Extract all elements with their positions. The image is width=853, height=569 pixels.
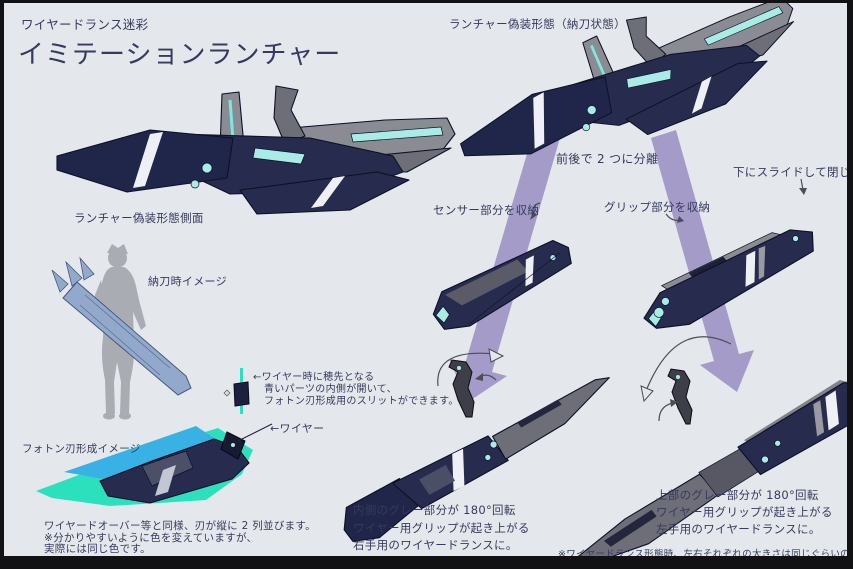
label-sheathed: 納刀時イメージ	[148, 275, 227, 288]
rotate-arc-left-lance	[645, 336, 732, 392]
note-photon: ワイヤードオーバー等と同様、刃が縦に 2 列並びます。 ※分かりやすいように色を…	[44, 520, 316, 556]
note-left-hand: 上部のグレー部分が 180°回転 ワイヤー用グリップが起き上がる 左手用のワイヤ…	[656, 487, 833, 538]
wire-grip-left	[667, 368, 693, 425]
note-wire-tip: ←ワイヤー時に穂先となる 青いパーツの内側が開いて、 フォトン刃形成用のスリット…	[253, 372, 459, 408]
note-photon-line1: ワイヤードオーバー等と同様、刃が縦に 2 列並びます。	[44, 520, 316, 532]
note-wire-tip-line1: ←ワイヤー時に穂先となる	[253, 372, 375, 383]
note-wire-tip-line2: 青いパーツの内側が開いて、	[264, 384, 397, 395]
sheet-title: イミテーションランチャー	[18, 40, 342, 70]
wire-diamond-icon	[223, 389, 231, 397]
label-grip-stow: グリップ部分を収納	[604, 200, 711, 214]
front-section	[432, 239, 572, 330]
rear-section	[643, 229, 814, 329]
wire-line	[237, 423, 273, 442]
label-photon-blade: フォトン刃形成イメージ	[22, 443, 141, 455]
note-photon-line2: ※分かりやすいように色を変えていますが、	[44, 531, 258, 544]
instruction-arrows	[437, 178, 807, 422]
note-right-hand-line3: 右手用のワイヤードランスに。	[353, 538, 518, 552]
sheet-footnote: ※ワイヤードランス形態時、左右それぞれの大きさは同じぐらいのつもりです…	[558, 549, 847, 556]
note-left-hand-line1: 上部のグレー部分が 180°回転	[656, 488, 819, 502]
rotate-arc-right-lance	[437, 352, 497, 387]
wire-tip-inset	[223, 368, 250, 414]
photon-blade-artwork	[36, 423, 273, 506]
left-hand-lance	[572, 379, 847, 556]
label-stowed-form: ランチャー偽装形態（納刀状態）	[449, 17, 626, 31]
label-split: 前後で 2 つに分離	[556, 152, 659, 166]
split-arrow-right	[651, 130, 754, 392]
note-right-hand-line1: 内側のグレー部分が 180°回転	[353, 503, 516, 517]
sheet-canvas: ワイヤードランス迷彩 イミテーションランチャー ランチャー偽装形態（納刀状態） …	[4, 3, 847, 556]
label-sensor-stow: センサー部分を収納	[433, 203, 540, 217]
label-slide-close: 下にスライドして閉じる	[733, 165, 847, 179]
note-right-hand-line2: ワイヤー用グリップが起き上がる	[353, 520, 530, 535]
label-wire: ←ワイヤー	[270, 422, 325, 435]
sheet-subtitle: ワイヤードランス迷彩	[21, 17, 149, 32]
sheathed-weapon	[51, 256, 192, 396]
label-side-view: ランチャー偽装形態側面	[74, 211, 204, 225]
note-left-hand-line3: 左手用のワイヤードランスに。	[656, 522, 821, 536]
note-left-hand-line2: ワイヤー用グリップが起き上がる	[656, 505, 833, 519]
launcher-side-view	[55, 84, 457, 216]
wire-grip-right	[448, 359, 475, 418]
note-wire-tip-line3: フォトン刃形成用のスリットができます。	[264, 396, 459, 407]
right-hand-lance	[343, 377, 610, 542]
concept-art	[36, 3, 847, 556]
note-photon-line3: 実際には同じ色です。	[44, 543, 151, 555]
note-right-hand: 内側のグレー部分が 180°回転 ワイヤー用グリップが起き上がる 右手用のワイヤ…	[353, 502, 530, 555]
